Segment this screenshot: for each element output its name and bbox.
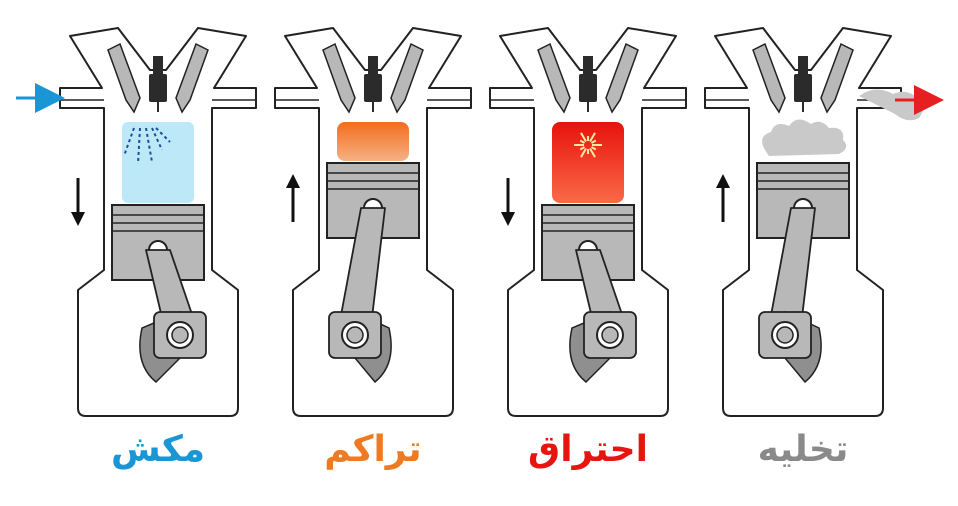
exhaust-valve — [175, 42, 209, 114]
exhaust-valve — [820, 42, 854, 114]
fuel-spray — [123, 127, 171, 165]
spark-plug-tip — [798, 56, 808, 76]
arrow-down-icon — [71, 212, 85, 226]
arrow-up-icon — [716, 174, 730, 188]
crank-pin-inner — [776, 326, 794, 344]
engine-stage-2 — [274, 27, 472, 417]
engine-stage-4 — [704, 27, 944, 417]
intake-valve — [537, 42, 571, 114]
stage-label-2: تراکم — [324, 429, 422, 470]
engine-stage-1 — [16, 27, 257, 417]
exhaust-valve — [605, 42, 639, 114]
crank-pin-inner — [601, 326, 619, 344]
spark-plug-body — [579, 74, 597, 102]
arrow-down-icon — [501, 212, 515, 226]
spark-plug-tip — [368, 56, 378, 76]
spark-icon — [574, 132, 602, 158]
spark-plug-tip — [153, 56, 163, 76]
engine-stage-3 — [489, 27, 687, 417]
crank-pin-inner — [171, 326, 189, 344]
stage-label-1: مکش — [110, 429, 206, 470]
stage-label-3: احتراق — [528, 429, 648, 470]
spark-plug-tip — [583, 56, 593, 76]
crank-pin-inner — [346, 326, 364, 344]
exhaust-smoke — [762, 119, 847, 156]
compressed-charge — [337, 122, 409, 161]
combustion-flame — [552, 122, 624, 203]
stage-label-4: تخلیه — [757, 429, 849, 470]
exhaust-cloud — [859, 89, 924, 121]
spark-plug-body — [149, 74, 167, 102]
spark-plug-body — [794, 74, 812, 102]
exhaust-valve — [390, 42, 424, 114]
spark-plug-body — [364, 74, 382, 102]
intake-valve — [107, 42, 141, 114]
intake-valve — [322, 42, 356, 114]
intake-valve — [752, 42, 786, 114]
arrow-up-icon — [286, 174, 300, 188]
